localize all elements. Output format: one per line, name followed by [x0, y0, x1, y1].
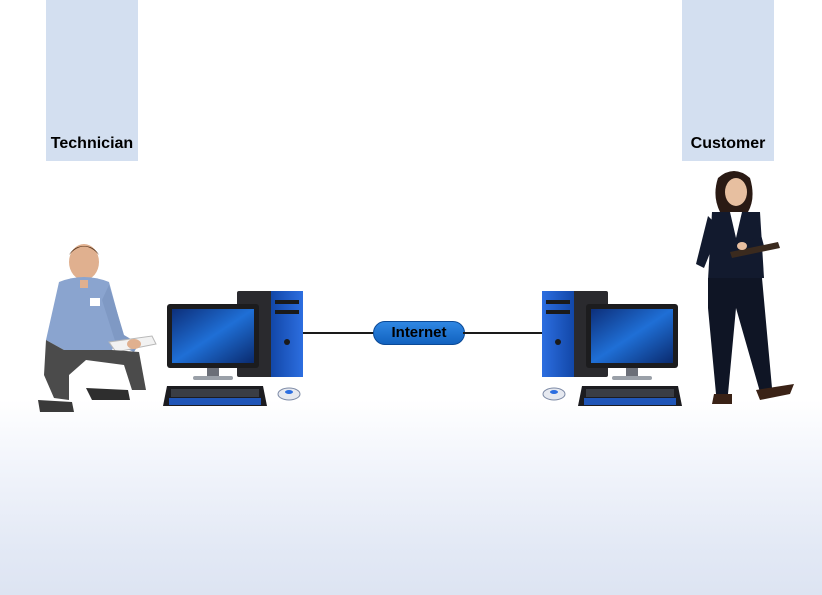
technician-label: Technician — [50, 135, 134, 152]
network-link-right — [463, 332, 543, 334]
technician-computer — [163, 290, 305, 412]
technician-column: Technician — [46, 0, 138, 161]
customer-figure — [690, 168, 800, 410]
network-link-left — [303, 332, 375, 334]
technician-figure — [24, 240, 159, 420]
customer-column: Customer — [682, 0, 774, 161]
customer-computer — [540, 290, 682, 412]
floor-gradient — [0, 400, 822, 595]
internet-badge: Internet — [373, 321, 465, 345]
customer-label: Customer — [690, 135, 766, 152]
